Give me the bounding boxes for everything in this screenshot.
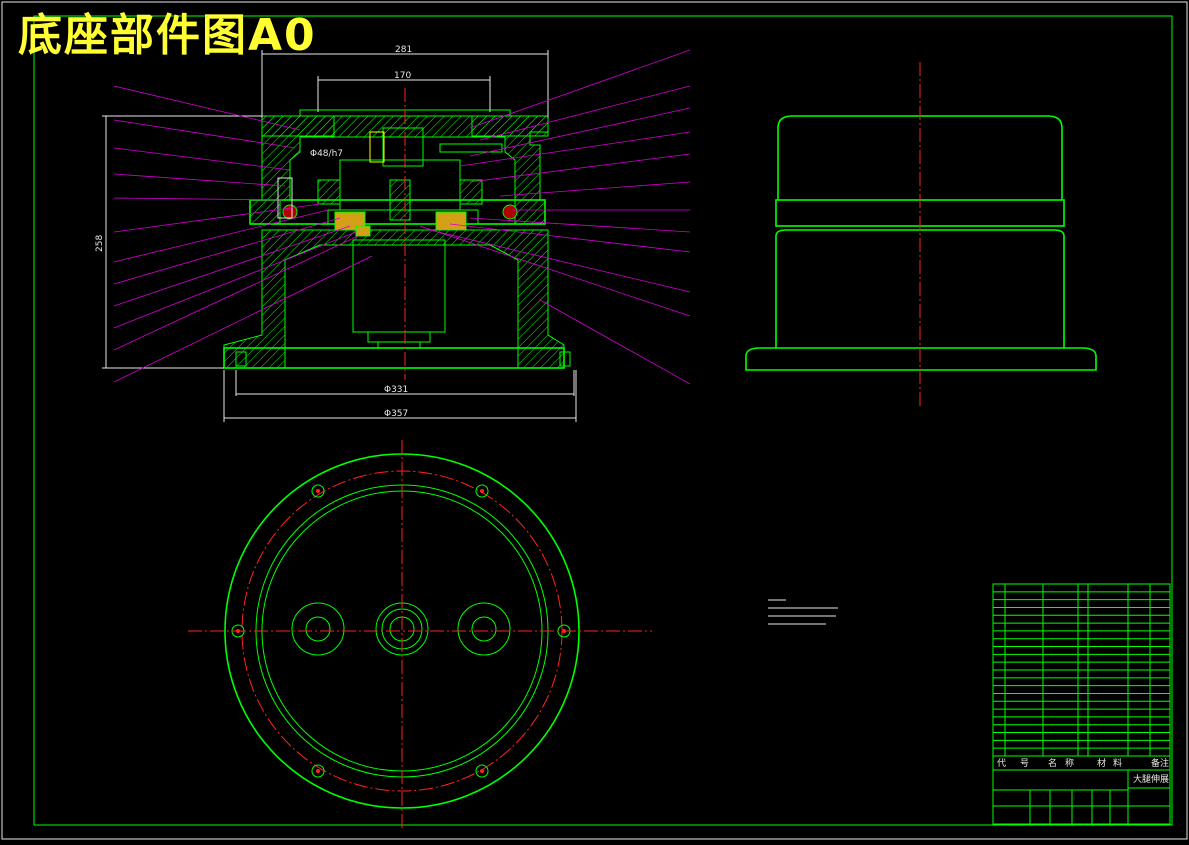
upper-shaft [382,127,424,167]
dim-357-label: Φ357 [384,409,408,419]
ball-right [502,204,518,220]
drawing-title: 底座部件图A0 [18,10,317,61]
cap-left-block [261,115,335,137]
bosses [291,602,511,656]
plan-view [188,440,652,828]
ring-left-hatch [249,199,281,225]
center-shaft [389,179,411,221]
motor-end-2 [377,341,421,349]
parts-list [992,583,1171,757]
bearing-left [317,179,341,205]
ext-base-right [775,229,1065,348]
tb-header-name: 名 [1048,757,1057,769]
side-pin [439,143,503,153]
ring-right-hatch [514,199,546,225]
dim-170-label: 170 [394,71,411,81]
ext-foot [745,347,1097,371]
dim-281-label: 281 [395,45,412,55]
dimension-inner-170: 170 [317,71,491,112]
tb-header-material2: 料 [1113,757,1122,769]
base-cavity [284,244,519,369]
dimension-top-281: 281 [261,45,549,118]
small-seal [355,225,371,237]
seal-right [435,211,467,231]
bolt-hole-right [559,351,571,367]
technical-notes [768,599,838,625]
parts-rows [993,591,1170,749]
yellow-part [369,131,385,163]
tb-header-remark: 备注 [1151,757,1169,769]
exterior-view [745,62,1097,408]
dimension-height-258: 258 [95,115,262,369]
dimension-base-331: Φ331 [235,370,575,396]
bearing-right [459,179,483,205]
cap-right-block [471,115,549,137]
tb-drawing-name: 大腿伸展 [1133,773,1169,785]
section-view: 281 170 258 Φ48/h7 Φ331 Φ357 [95,45,691,422]
dim-331-label: Φ331 [384,385,408,395]
leader-lines-right [419,49,691,385]
sheet-inner-border [33,15,1173,826]
bolt-hole-left [235,351,247,367]
side-plate [277,177,293,219]
tb-header-number: 号 [1020,758,1029,769]
title-block: 代 号 名 称 材 料 备注 大腿伸展 [992,755,1171,825]
fit-label: Φ48/h7 [310,149,343,159]
tb-header-code: 代 [997,758,1006,769]
dimension-base-357: Φ357 [223,370,577,422]
dim-258-label: 258 [95,235,105,252]
tb-header-material: 材 [1097,757,1106,769]
leader-lines-left [113,85,373,383]
tb-header-name2: 称 [1065,757,1074,769]
